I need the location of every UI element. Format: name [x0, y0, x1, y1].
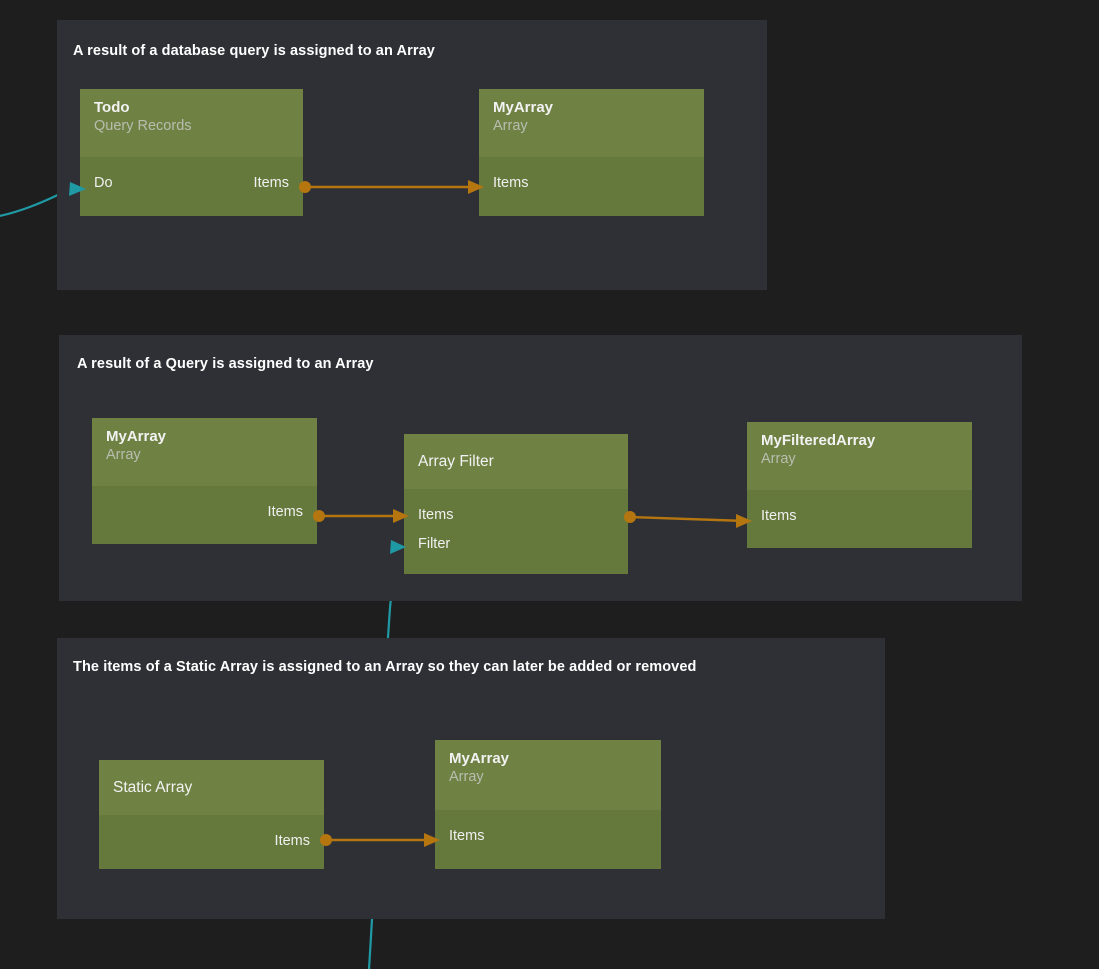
port-row-array-filter-filter: Filter — [404, 529, 628, 558]
port-row-array-filter-items: Items — [404, 500, 628, 529]
node-myarray-p2[interactable]: MyArray Array Items — [92, 418, 317, 544]
node-todo-title: Todo — [94, 99, 130, 116]
node-array-filter-header: Array Filter — [404, 434, 628, 489]
node-myfilteredarray-header: MyFilteredArray Array — [747, 422, 972, 490]
group-panel-2-title: A result of a Query is assigned to an Ar… — [77, 356, 374, 372]
node-array-filter[interactable]: Array Filter Items Filter — [404, 434, 628, 574]
node-todo-body: Do Items — [80, 168, 303, 227]
port-row-static-array-items: Items — [99, 826, 324, 855]
node-myfilteredarray-input-items[interactable]: Items — [761, 507, 797, 524]
node-myarray-p2-subtitle: Array — [106, 447, 141, 463]
node-myarray-p3[interactable]: MyArray Array Items — [435, 740, 661, 869]
node-static-array-body: Items — [99, 826, 324, 880]
node-static-array-title: Static Array — [113, 778, 193, 796]
node-array-filter-input-filter[interactable]: Filter — [418, 535, 451, 552]
node-myarray-p3-subtitle: Array — [449, 769, 484, 785]
node-myarray-p1-body: Items — [479, 168, 704, 227]
node-myarray-p2-title: MyArray — [106, 428, 167, 445]
node-static-array-header: Static Array — [99, 760, 324, 815]
node-todo[interactable]: Todo Query Records Do Items — [80, 89, 303, 216]
node-myarray-p2-output-items[interactable]: Items — [267, 503, 303, 520]
node-todo-subtitle: Query Records — [94, 118, 192, 134]
node-static-array-output-items[interactable]: Items — [274, 832, 310, 849]
node-myarray-p1-title: MyArray — [493, 99, 554, 116]
node-myarray-p3-input-items[interactable]: Items — [449, 827, 485, 844]
node-myarray-p2-header: MyArray Array — [92, 418, 317, 486]
node-myarray-p1-input-items[interactable]: Items — [493, 174, 529, 191]
node-array-filter-body: Items Filter — [404, 500, 628, 585]
port-row-myarray-p3-items: Items — [435, 821, 661, 850]
port-row-myfilteredarray-items: Items — [747, 501, 972, 530]
node-todo-output-items[interactable]: Items — [253, 174, 289, 191]
node-myarray-p3-body: Items — [435, 821, 661, 880]
node-myarray-p2-body: Items — [92, 497, 317, 555]
node-static-array[interactable]: Static Array Items — [99, 760, 324, 869]
node-myarray-p1-header: MyArray Array — [479, 89, 704, 157]
node-myarray-p3-title: MyArray — [449, 750, 510, 767]
port-row-myarray-p1-items: Items — [479, 168, 704, 197]
node-array-filter-input-items[interactable]: Items — [418, 506, 454, 523]
node-myfilteredarray-subtitle: Array — [761, 451, 796, 467]
node-myarray-p1[interactable]: MyArray Array Items — [479, 89, 704, 216]
group-panel-1-title: A result of a database query is assigned… — [73, 43, 435, 59]
node-todo-header: Todo Query Records — [80, 89, 303, 157]
node-todo-input-do[interactable]: Do — [94, 174, 113, 191]
node-myfilteredarray-title: MyFilteredArray — [761, 432, 876, 449]
node-myarray-p1-subtitle: Array — [493, 118, 528, 134]
port-row-myarray-p2-items: Items — [92, 497, 317, 526]
node-array-filter-title: Array Filter — [418, 452, 494, 470]
port-row-todo-do-items: Do Items — [80, 168, 303, 197]
node-myfilteredarray[interactable]: MyFilteredArray Array Items — [747, 422, 972, 548]
node-myarray-p3-header: MyArray Array — [435, 740, 661, 810]
group-panel-3-title: The items of a Static Array is assigned … — [73, 659, 697, 675]
node-myfilteredarray-body: Items — [747, 501, 972, 559]
